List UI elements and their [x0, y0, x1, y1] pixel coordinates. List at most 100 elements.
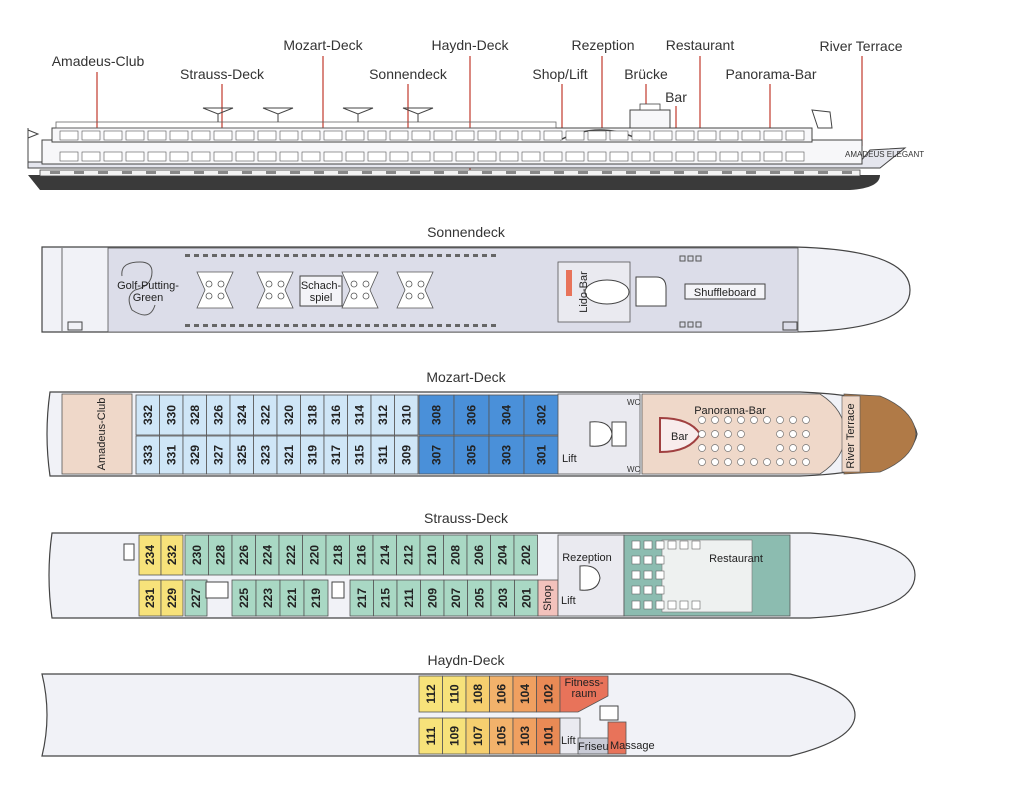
porthole [602, 171, 612, 174]
cabin-219 [303, 579, 329, 617]
strauss-title: Strauss-Deck [424, 510, 509, 526]
lido-bar-label: Lido-Bar [578, 271, 590, 313]
window [125, 130, 145, 141]
sonnendeck-plan: Sonnendeck Lido-Bar Shuffleboard Golf-Pu… [41, 224, 911, 333]
porthole [458, 171, 468, 174]
table [643, 570, 653, 580]
window [675, 130, 695, 141]
window [455, 151, 475, 162]
fitness-label-1: Fitness- [564, 677, 603, 689]
cabin-number: 330 [164, 405, 178, 425]
cabin-number: 312 [376, 405, 390, 425]
amadeus-club-label: Amadeus-Club [96, 398, 108, 471]
label-haydn-deck: Haydn-Deck [431, 37, 509, 53]
table [631, 555, 641, 565]
porthole [482, 171, 492, 174]
porthole [746, 171, 756, 174]
cabin-number: 311 [376, 445, 390, 465]
sun-sails [202, 107, 434, 122]
label-bruecke: Brücke [624, 66, 668, 82]
porthole [794, 171, 804, 174]
cabin-number: 101 [541, 726, 555, 746]
lounger [284, 254, 289, 257]
cabin-225 [231, 579, 257, 617]
window [213, 130, 233, 141]
porthole [170, 171, 180, 174]
cabin-number: 302 [535, 405, 549, 425]
window [191, 130, 211, 141]
lounger [491, 324, 496, 327]
cabin-232 [160, 534, 184, 576]
cabin-309 [394, 435, 419, 475]
porthole [506, 171, 516, 174]
lounger [491, 254, 496, 257]
cabin-number: 325 [235, 445, 249, 465]
lounger [356, 254, 361, 257]
cabin-number: 309 [399, 445, 413, 465]
window [543, 151, 563, 162]
porthole [266, 171, 276, 174]
table [698, 430, 706, 438]
table [643, 540, 653, 550]
lounger [239, 324, 244, 327]
window [235, 130, 255, 141]
lounger [266, 324, 271, 327]
lounger [338, 324, 343, 327]
cabin-303 [488, 435, 525, 475]
lounger [275, 324, 280, 327]
ship-name: AMADEUS ELEGANT [845, 150, 924, 159]
cabin-number: 328 [188, 405, 202, 425]
table [691, 540, 701, 550]
cabin-304 [488, 394, 525, 436]
lounger [679, 255, 686, 262]
cabin-number: 303 [500, 445, 514, 465]
cabin-number: 203 [496, 588, 510, 608]
cabin-number: 220 [307, 545, 321, 565]
table [724, 416, 732, 424]
table [655, 555, 665, 565]
window [257, 151, 277, 162]
cabin-number: 231 [143, 588, 157, 608]
lounger [392, 324, 397, 327]
table [643, 600, 653, 610]
window [609, 130, 629, 141]
window [697, 151, 717, 162]
lounger [185, 254, 190, 257]
seat-group [196, 271, 234, 309]
lounger [293, 324, 298, 327]
window [763, 130, 783, 141]
lounger [695, 321, 702, 328]
label-restaurant: Restaurant [666, 37, 735, 53]
lounger [473, 254, 478, 257]
window [653, 130, 673, 141]
lounger [266, 254, 271, 257]
porthole [674, 171, 684, 174]
window [367, 130, 387, 141]
lounger [212, 254, 217, 257]
table [679, 540, 689, 550]
table [711, 416, 719, 424]
seat-group [396, 271, 434, 309]
cabin-number: 232 [165, 545, 179, 565]
porthole [722, 171, 732, 174]
lounger [329, 324, 334, 327]
table [711, 458, 719, 466]
window [697, 130, 717, 141]
porthole [842, 171, 852, 174]
restaurant-tables [631, 540, 701, 610]
cabin-307 [418, 435, 455, 475]
cabin-number: 210 [425, 545, 439, 565]
cabin-number: 106 [494, 684, 508, 704]
lounger [293, 254, 298, 257]
lounger [383, 254, 388, 257]
lounger [230, 324, 235, 327]
cabin-number: 111 [424, 726, 438, 745]
sun-loungers [185, 254, 702, 328]
shop-label: Shop [542, 585, 554, 611]
schach-label-2: spiel [310, 292, 333, 304]
schach-label-1: Schach- [301, 280, 342, 292]
label-bar: Bar [665, 89, 687, 105]
lounger [248, 324, 253, 327]
window [477, 151, 497, 162]
